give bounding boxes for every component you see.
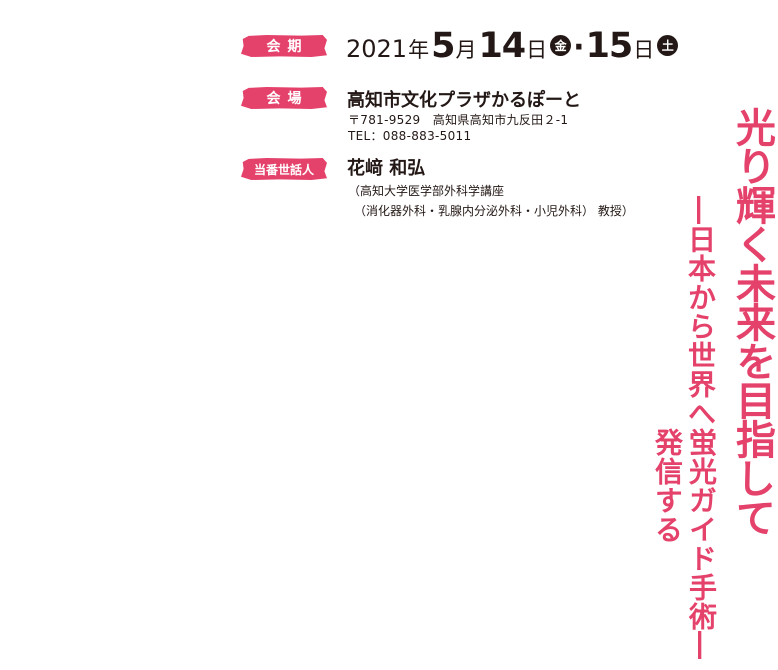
date-day2-kanji: 日 (633, 38, 655, 62)
date-day2: 15 (585, 26, 634, 66)
weekday1-badge: 金 (550, 34, 572, 56)
date-month: 5 (431, 26, 455, 66)
date-month-kanji: 月 (455, 38, 477, 62)
host-label: 当番世話人 (253, 162, 314, 177)
venue-name: 高知市文化プラザかるぽーと (347, 90, 581, 111)
main-title: 光り輝く未来を目指して (729, 107, 776, 536)
venue-tel: TEL：088-883-5011 (348, 129, 472, 143)
subtitle-line2: 発信する (651, 428, 684, 544)
date-separator: · (573, 30, 585, 65)
host-affiliation: （高知大学医学部外科学講座 (348, 184, 505, 198)
venue-label-badge: 会場 (241, 87, 327, 109)
event-date: 2021 年 5 月 14 日 金 · 15 日 土 (346, 26, 679, 68)
subtitle-line1: ―日本から世界へ (684, 196, 717, 428)
date-day1-kanji: 日 (526, 38, 548, 62)
host-label-badge: 当番世話人 (241, 158, 327, 180)
date-year: 2021 (346, 35, 408, 63)
host-department: （消化器外科・乳腺内分泌外科・小児外科） 教授） (354, 204, 634, 218)
subtitle-line3: 蛍光ガイド手術― (685, 428, 718, 660)
venue-label: 会場 (266, 91, 309, 107)
schedule-label-badge: 会期 (241, 35, 327, 57)
venue-address: 〒781-9529 高知県高知市九反田２-1 (348, 113, 569, 127)
weekday2-badge: 土 (657, 34, 679, 56)
date-year-kanji: 年 (408, 38, 430, 62)
host-name: 花﨑 和弘 (347, 158, 426, 179)
date-day1: 14 (478, 26, 526, 66)
schedule-label: 会期 (266, 39, 309, 55)
